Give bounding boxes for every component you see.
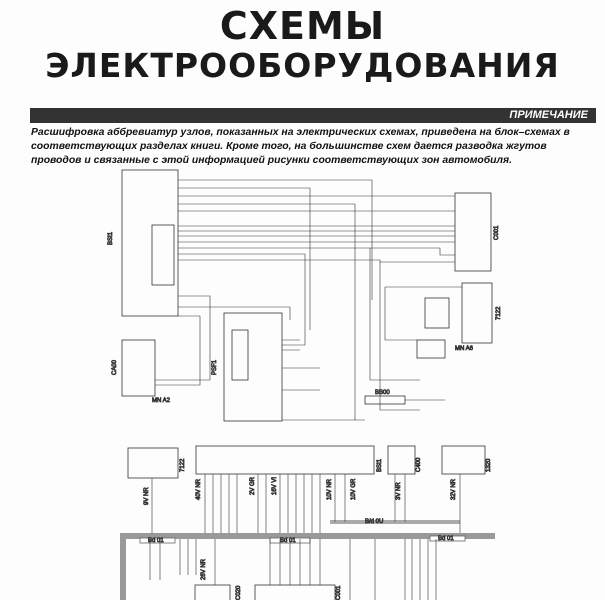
label-7122: 7122 <box>496 306 502 320</box>
label-9v-nr: 9V NR <box>144 487 150 505</box>
title-line-2: ЭЛЕКТРООБОРУДОВАНИЯ <box>45 46 560 85</box>
label-c001-bottom: C001 <box>336 585 342 600</box>
label-bd-0u: B/d 0U <box>365 519 383 525</box>
harness-bus <box>120 533 495 539</box>
c020-box <box>194 584 231 600</box>
c001-bottom-box <box>254 584 336 600</box>
label-1320: 1320 <box>486 458 492 472</box>
label-32v-nr: 32V NR <box>451 478 457 500</box>
bb00-connector <box>364 395 406 405</box>
label-40v-nr: 40V NR <box>196 478 202 500</box>
label-c400: C400 <box>416 457 422 472</box>
label-ca00: CA00 <box>112 359 118 375</box>
label-10v-gr: 10V GR <box>351 478 357 500</box>
label-bd01-b: Bd 01 <box>280 538 296 544</box>
comp-1320-box <box>441 445 486 475</box>
title-line-1: СХЕМЫ <box>219 4 386 48</box>
label-2v-gr: 2V GR <box>250 476 256 495</box>
comp-7122-box <box>461 282 493 344</box>
bsi-bottom-box <box>195 445 375 475</box>
c001-box <box>454 192 492 272</box>
ca00-box <box>121 339 156 397</box>
label-bd01-c: Bd 01 <box>438 536 454 542</box>
comp-7122-bottom-box <box>127 447 179 479</box>
label-c020: C020 <box>236 585 242 600</box>
label-26v-nr: 26V NR <box>201 558 207 580</box>
label-bd01-a: Bd 01 <box>148 538 164 544</box>
label-bb00: BB00 <box>375 390 390 396</box>
bsi-top-box <box>121 169 179 317</box>
label-mn-a2: MN A2 <box>152 398 171 404</box>
label-c001: C001 <box>494 225 500 240</box>
label-psf1: PSF1 <box>212 359 218 375</box>
psf1-box <box>223 312 283 422</box>
label-mn-a6: MN A6 <box>455 346 474 352</box>
note-label: ПРИМЕЧАНИЕ <box>509 109 588 121</box>
label-16v-vi: 16V VI <box>272 477 278 495</box>
note-text: Расшифровка аббревиатур узлов, показанны… <box>31 127 570 166</box>
label-3v-nr: 3V NR <box>396 482 402 500</box>
c400-box <box>387 445 416 475</box>
label-10v-nr: 10V NR <box>327 478 333 500</box>
note-header-bar: ПРИМЕЧАНИЕ <box>30 108 596 123</box>
label-bsi-top: BSI1 <box>108 231 114 245</box>
label-bsi-bottom: BSI1 <box>377 458 383 472</box>
label-7122-bottom: 7122 <box>180 458 186 472</box>
